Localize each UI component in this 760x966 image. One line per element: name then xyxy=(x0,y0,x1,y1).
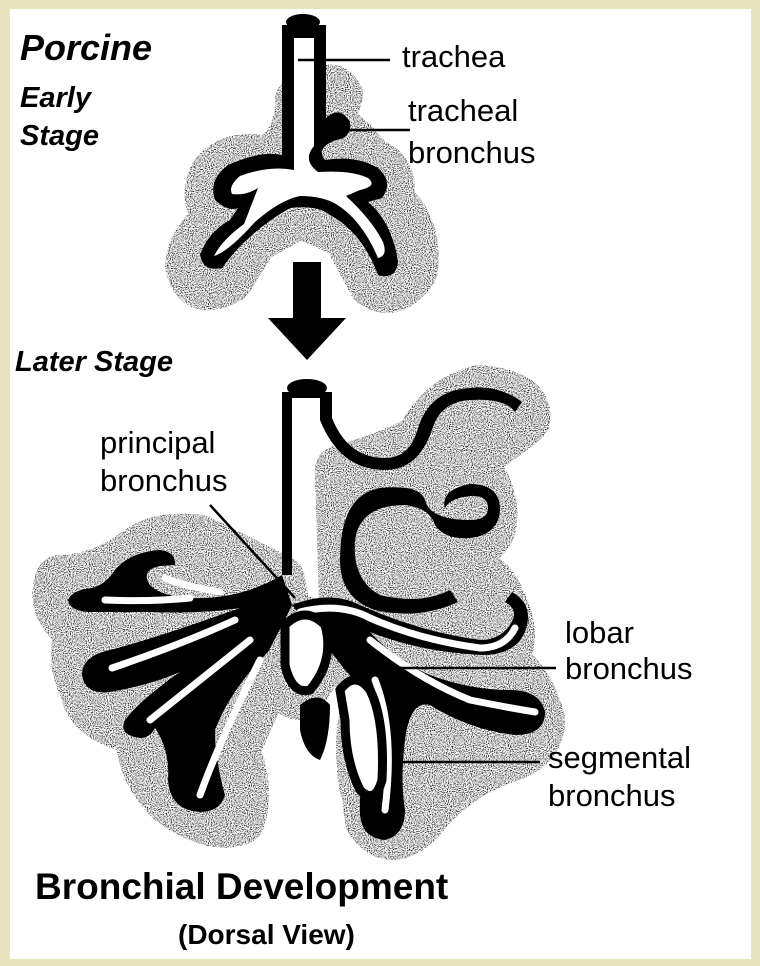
caption-title: Bronchial Development xyxy=(35,866,448,908)
down-arrow xyxy=(268,262,346,360)
tracheal-bronchus-label-line1: tracheal xyxy=(408,92,518,130)
center-lobe-left xyxy=(285,615,328,691)
principal-bronchus-label-line2: bronchus xyxy=(100,462,228,500)
principal-bronchus-label-line1: principal xyxy=(100,424,215,462)
later-trachea-opening xyxy=(287,379,327,397)
segmental-bronchus-label-line2: bronchus xyxy=(548,777,676,815)
early-trachea-opening xyxy=(286,14,320,30)
segmental-bronchus-label-line1: segmental xyxy=(548,739,691,777)
early-stage-label-line2: Stage xyxy=(20,118,99,154)
later-stage-label: Later Stage xyxy=(15,346,173,379)
tracheal-bronchus-label-line2: bronchus xyxy=(408,134,536,172)
early-stage-label-line1: Early xyxy=(20,80,91,116)
lobar-bronchus-label-line2: bronchus xyxy=(565,650,693,688)
trachea-label: trachea xyxy=(402,38,505,76)
species-title: Porcine xyxy=(20,27,152,69)
lobar-bronchus-label-line1: lobar xyxy=(565,614,634,652)
center-lobe-small xyxy=(300,698,330,761)
caption-subtitle: (Dorsal View) xyxy=(178,919,355,951)
early-stage-lung xyxy=(188,14,416,290)
